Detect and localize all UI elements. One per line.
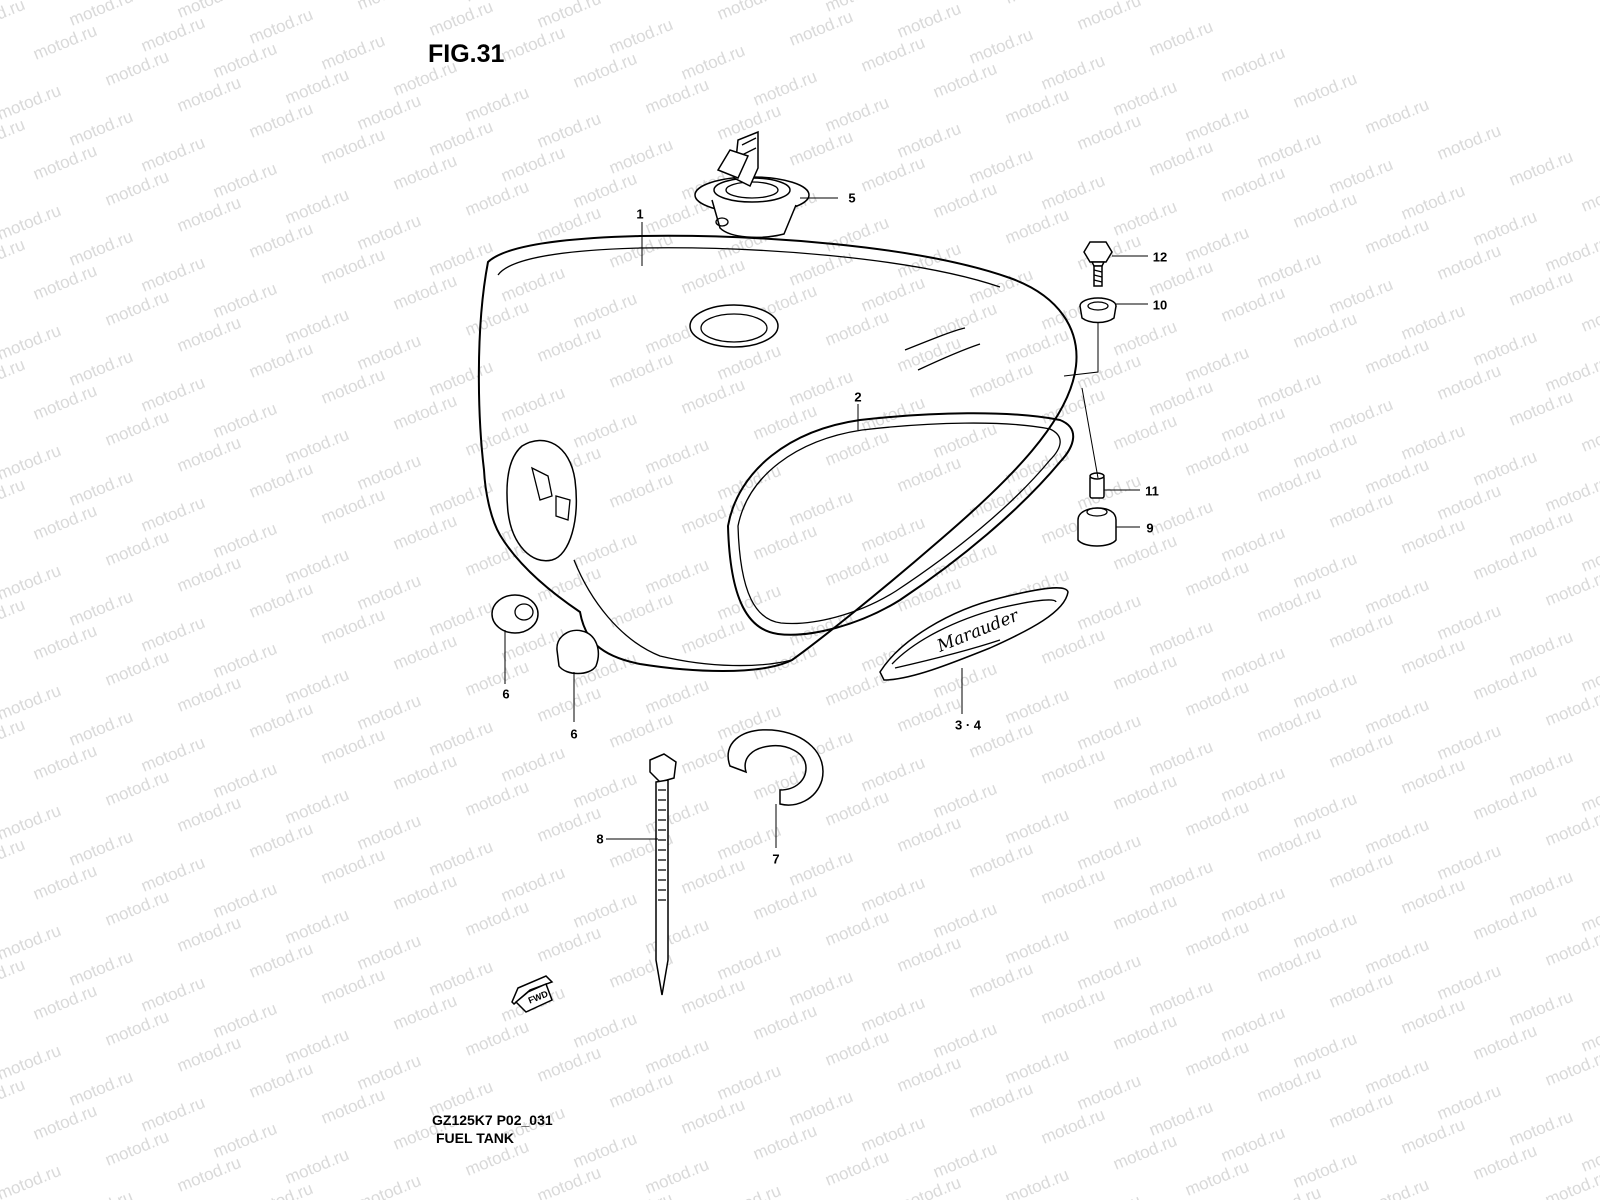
callout-7: 7 xyxy=(772,851,780,867)
grommet xyxy=(1079,297,1117,324)
fuel-tank xyxy=(477,234,1078,672)
figure-label: FIG.31 xyxy=(428,40,505,68)
cushion-left xyxy=(491,594,539,634)
cushion xyxy=(1077,507,1117,547)
callout-6-left: 6 xyxy=(502,686,510,702)
callout-3-4: 3 · 4 xyxy=(954,717,982,733)
leader-lines xyxy=(504,197,1148,848)
callout-10: 10 xyxy=(1152,297,1168,313)
callout-2: 2 xyxy=(854,389,862,405)
callout-11: 11 xyxy=(1145,483,1159,499)
model-code: GZ125K7 P02_031 xyxy=(432,1112,553,1128)
side-panel xyxy=(726,412,1075,636)
filler-opening xyxy=(689,304,779,348)
watermark-text: motod.ru xyxy=(0,1195,28,1200)
collar xyxy=(1089,472,1105,499)
callout-9: 9 xyxy=(1146,520,1154,536)
cable-tie xyxy=(649,753,677,996)
callout-8: 8 xyxy=(596,831,604,847)
section-title: FUEL TANK xyxy=(436,1130,515,1146)
callout-1: 1 xyxy=(636,206,644,222)
callout-6-right: 6 xyxy=(570,726,578,742)
cushion-right xyxy=(556,629,600,675)
fuel-cap xyxy=(694,130,810,239)
callout-12: 12 xyxy=(1152,249,1168,265)
tank-badge: Marauder xyxy=(879,587,1069,681)
forward-arrow-icon: FWD xyxy=(511,975,554,1013)
bolt xyxy=(1083,241,1113,287)
callout-5: 5 xyxy=(848,190,856,206)
hose-clamp xyxy=(727,729,824,806)
